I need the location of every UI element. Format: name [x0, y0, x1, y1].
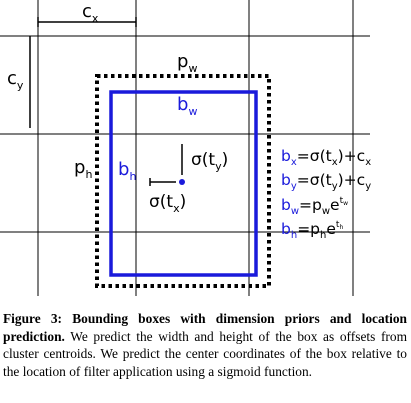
figure-diagram: cx cy pw ph σ(ty) σ(tx) bw bh bx=σ(tx)+c… — [0, 0, 371, 296]
sigma-ty-label: σ(ty) — [191, 150, 228, 173]
equations: bx=σ(tx)+cx by=σ(ty)+cy bw=pwetw bh=phet… — [281, 147, 371, 241]
prior-box — [95, 74, 271, 288]
cy-label: cy — [7, 68, 24, 92]
figure-caption: Figure 3: Bounding boxes with dimension … — [3, 310, 407, 380]
caption-title: Bounding boxes with dimension priors and… — [3, 311, 407, 344]
caption-body: We predict the width and height of the b… — [3, 328, 407, 379]
equation-bw: bw=pwetw — [281, 196, 348, 217]
equation-by: by=σ(ty)+cy — [281, 171, 371, 192]
cx-label: cx — [82, 1, 99, 25]
bh-label: bh — [118, 159, 136, 183]
caption-label: Figure 3: — [3, 311, 63, 326]
pw-label: pw — [177, 51, 197, 75]
cell-dimension-markers — [29, 17, 137, 128]
equation-bx: bx=σ(tx)+cx — [281, 147, 371, 168]
bw-label: bw — [177, 94, 197, 118]
center-point — [179, 179, 185, 185]
ph-label: ph — [74, 157, 92, 181]
predicted-box — [109, 90, 258, 277]
equation-bh: bh=pheth — [281, 220, 343, 241]
sigma-tx-label: σ(tx) — [149, 192, 186, 215]
grid — [0, 0, 370, 296]
offset-markers — [149, 144, 183, 186]
